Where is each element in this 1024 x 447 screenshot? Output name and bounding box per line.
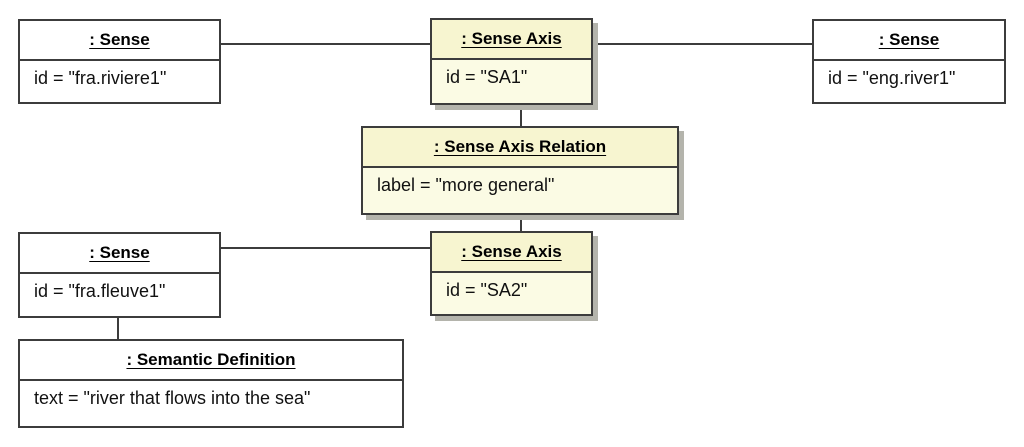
object-sense-eng-river1[interactable]: : Sense id = "eng.river1" xyxy=(812,19,1006,104)
object-sense-fra-fleuve1[interactable]: : Sense id = "fra.fleuve1" xyxy=(18,232,221,318)
object-title: : Sense xyxy=(20,234,219,274)
link-fleuve1-to-sa2 xyxy=(220,247,431,249)
object-title: : Semantic Definition xyxy=(20,341,402,381)
link-fleuve1-to-semantic-definition xyxy=(117,317,119,339)
link-sa1-to-river1 xyxy=(592,43,813,45)
link-relation-to-sa2 xyxy=(520,214,522,232)
object-title: : Sense Axis xyxy=(432,20,591,60)
object-title: : Sense xyxy=(20,21,219,61)
object-title: : Sense xyxy=(814,21,1004,61)
object-attribute: label = "more general" xyxy=(377,175,555,195)
object-sense-axis-relation[interactable]: : Sense Axis Relation label = "more gene… xyxy=(361,126,679,215)
object-attribute: text = "river that flows into the sea" xyxy=(34,388,311,408)
link-sa1-to-relation xyxy=(520,104,522,127)
object-title: : Sense Axis xyxy=(432,233,591,273)
object-title: : Sense Axis Relation xyxy=(363,128,677,168)
link-riviere1-to-sa1 xyxy=(220,43,431,45)
object-attribute: id = "fra.fleuve1" xyxy=(34,281,166,301)
object-attribute: id = "eng.river1" xyxy=(828,68,956,88)
object-attribute: id = "SA1" xyxy=(446,67,528,87)
object-sense-axis-sa2[interactable]: : Sense Axis id = "SA2" xyxy=(430,231,593,316)
object-attribute: id = "SA2" xyxy=(446,280,528,300)
object-sense-fra-riviere1[interactable]: : Sense id = "fra.riviere1" xyxy=(18,19,221,104)
object-attribute: id = "fra.riviere1" xyxy=(34,68,167,88)
object-semantic-definition[interactable]: : Semantic Definition text = "river that… xyxy=(18,339,404,428)
object-sense-axis-sa1[interactable]: : Sense Axis id = "SA1" xyxy=(430,18,593,105)
